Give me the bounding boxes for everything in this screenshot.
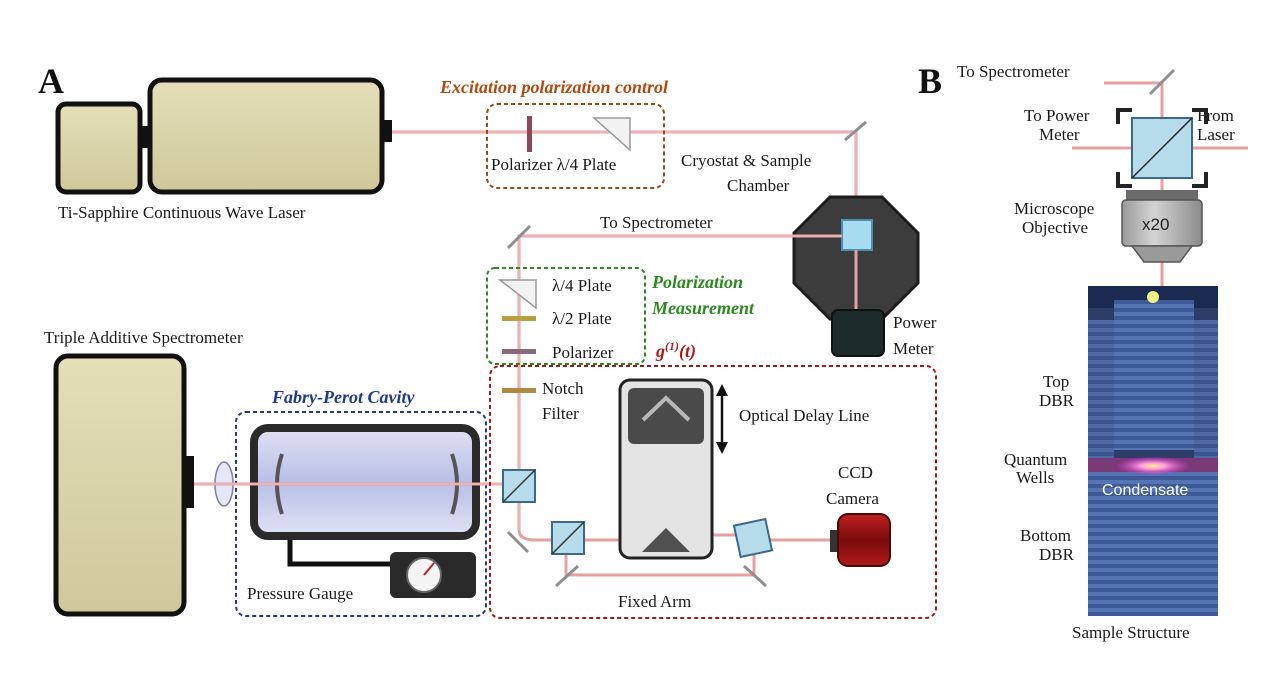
polarizer-plate-label: Polarizer λ/4 Plate xyxy=(491,155,616,174)
top-dbr-label-2: DBR xyxy=(1039,391,1075,410)
microscope-objective xyxy=(1121,190,1203,263)
fabry-perot-cavity xyxy=(250,424,480,540)
excitation-box xyxy=(486,103,665,189)
polarizer-icon xyxy=(527,116,532,152)
triple-spectrometer xyxy=(53,353,187,617)
excitation-title: Excitation polarization control xyxy=(439,77,668,97)
bottom-dbr-label-1: Bottom xyxy=(1020,526,1071,545)
mirror-icon xyxy=(742,564,768,588)
quantum-label-1: Quantum xyxy=(1004,450,1067,469)
panel-b-letter: B xyxy=(918,61,942,101)
polarizer-icon xyxy=(502,349,536,354)
ccd-label-2: Camera xyxy=(826,489,879,508)
bottom-dbr-label-2: DBR xyxy=(1039,545,1075,564)
sample-structure-label: Sample Structure xyxy=(1072,623,1190,642)
notch-label-1: Notch xyxy=(542,379,584,398)
delay-line-label: Optical Delay Line xyxy=(739,406,869,425)
cryostat-label-2: Chamber xyxy=(727,176,790,195)
quarter-plate-icon xyxy=(592,117,631,152)
magnification-label: x20 xyxy=(1142,215,1169,234)
half-plate-icon xyxy=(502,316,536,321)
mirror-icon xyxy=(554,564,580,588)
retroreflector-top xyxy=(628,388,704,444)
sample-cube xyxy=(841,219,873,251)
condensate-spot xyxy=(1117,457,1189,475)
ccd-camera-lens xyxy=(830,530,838,552)
notch-label-2: Filter xyxy=(542,404,579,423)
retroreflector-bottom xyxy=(642,528,690,552)
to-power-label-1: To Power xyxy=(1024,106,1090,125)
condensate-label: Condensate xyxy=(1102,482,1188,499)
quantum-label-2: Wells xyxy=(1016,468,1054,487)
ccd-camera xyxy=(837,513,891,567)
polarization-title-2: Measurement xyxy=(651,298,755,318)
sample-structure xyxy=(1088,286,1218,616)
pressure-gauge-label: Pressure Gauge xyxy=(247,584,353,603)
mirror-icon xyxy=(844,120,867,142)
ti-sapphire-laser xyxy=(55,77,392,195)
panel-a-letter: A xyxy=(38,61,64,101)
fabry-perot-title: Fabry-Perot Cavity xyxy=(271,387,415,407)
arrow-down-icon xyxy=(716,442,728,454)
ccd-label-1: CCD xyxy=(838,463,873,482)
beam-splitter-icon xyxy=(732,517,774,559)
b-to-spectrometer-label: To Spectrometer xyxy=(957,62,1070,81)
arrow-up-icon xyxy=(716,384,728,396)
mirror-icon xyxy=(506,530,530,554)
quarter-plate-icon xyxy=(497,279,537,310)
mirror-icon xyxy=(1148,68,1176,96)
g1-title: g(1)(t) xyxy=(655,339,696,362)
cryostat-label-1: Cryostat & Sample xyxy=(681,151,811,170)
microscope-label-2: Objective xyxy=(1022,218,1088,237)
laser-label: Ti-Sapphire Continuous Wave Laser xyxy=(58,203,306,222)
laser-spot xyxy=(1147,291,1159,303)
microscope-label-1: Microscope xyxy=(1014,199,1094,218)
g1-box xyxy=(489,365,937,619)
polarization-box xyxy=(486,267,646,365)
polarizer-label: Polarizer xyxy=(552,343,614,362)
mirror-icon xyxy=(506,224,532,250)
top-dbr-label-1: Top xyxy=(1043,372,1069,391)
fixed-arm-label: Fixed Arm xyxy=(618,592,691,611)
power-label-1: Power xyxy=(893,313,937,332)
half-plate-label: λ/2 Plate xyxy=(552,309,612,328)
from-laser-label-2: Laser xyxy=(1197,125,1235,144)
triple-spectrometer-label: Triple Additive Spectrometer xyxy=(44,328,243,347)
quarter-plate-label: λ/4 Plate xyxy=(552,276,612,295)
fabry-perot-box xyxy=(235,411,487,617)
to-power-label-2: Meter xyxy=(1039,125,1080,144)
notch-filter-icon xyxy=(502,388,536,393)
to-spectrometer-label: To Spectrometer xyxy=(600,213,713,232)
power-meter xyxy=(831,309,885,357)
power-label-2: Meter xyxy=(893,339,934,358)
polarization-title-1: Polarization xyxy=(651,272,743,292)
